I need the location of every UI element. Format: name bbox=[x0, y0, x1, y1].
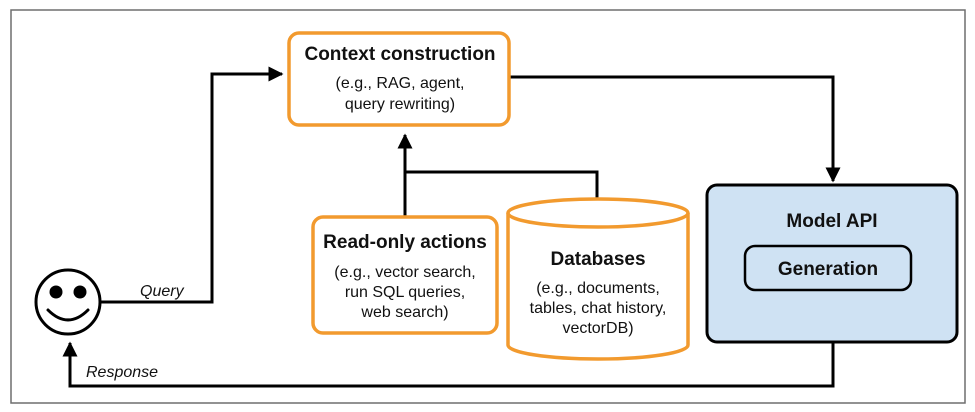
smiley-face-icon bbox=[34, 268, 102, 336]
read-only-actions-title: Read-only actions bbox=[323, 232, 487, 253]
read-only-actions-box: Read-only actions (e.g., vector search, … bbox=[311, 215, 499, 335]
model-api-box: Model API Generation bbox=[705, 183, 959, 344]
read-only-actions-line3: web search) bbox=[360, 304, 448, 321]
read-only-actions-line1: (e.g., vector search, bbox=[334, 264, 475, 281]
model-api-title: Model API bbox=[786, 211, 877, 232]
context-to-model-arrow bbox=[510, 75, 841, 183]
context-construction-line2: query rewriting) bbox=[345, 96, 455, 113]
context-construction-title: Context construction bbox=[304, 44, 495, 65]
query-label: Query bbox=[140, 283, 185, 300]
context-construction-box: Context construction (e.g., RAG, agent, … bbox=[287, 31, 511, 127]
generation-label: Generation bbox=[778, 259, 878, 280]
context-construction-line1: (e.g., RAG, agent, bbox=[336, 75, 465, 92]
query-arrow bbox=[95, 66, 284, 304]
databases-line3: vectorDB) bbox=[562, 320, 633, 337]
response-arrow bbox=[62, 341, 835, 388]
read-only-actions-line2: run SQL queries, bbox=[345, 284, 465, 301]
databases-line2: tables, chat history, bbox=[530, 300, 667, 317]
tools-to-context-arrow bbox=[405, 135, 599, 216]
generation-box: Generation bbox=[743, 244, 913, 292]
databases-cylinder: Databases (e.g., documents, tables, chat… bbox=[506, 197, 690, 361]
databases-line1: (e.g., documents, bbox=[536, 280, 660, 297]
response-label: Response bbox=[86, 364, 158, 381]
databases-title: Databases bbox=[550, 249, 645, 270]
